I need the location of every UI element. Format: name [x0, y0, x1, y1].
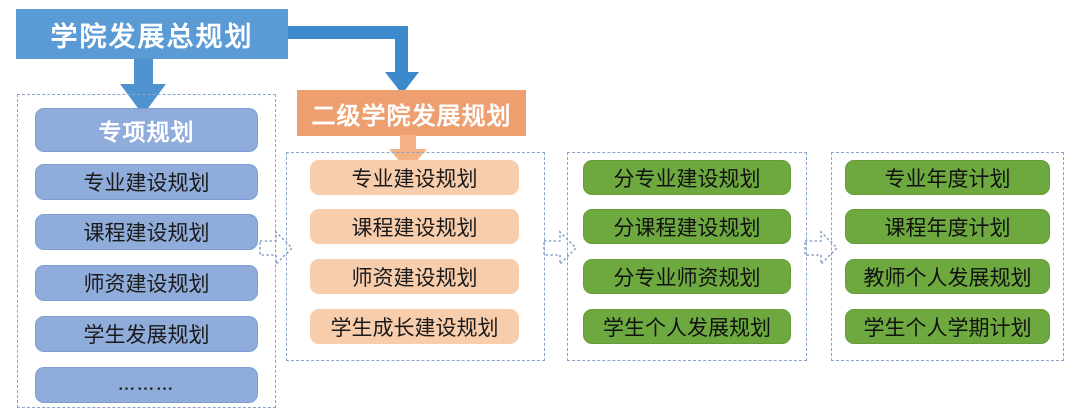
column-container-special-plans	[17, 94, 276, 408]
down-arrow-shaft	[134, 59, 153, 87]
right-arrow-icon-col1-col2	[258, 228, 294, 268]
list-item[interactable]: 专业年度计划	[845, 160, 1050, 195]
elbow-arrow-horizontal-segment	[288, 26, 408, 39]
elbow-arrow-vertical-segment	[395, 26, 408, 74]
list-item[interactable]: 学生发展规划	[35, 316, 258, 352]
list-item[interactable]: 分专业建设规划	[583, 160, 791, 195]
list-item[interactable]: 课程建设规划	[35, 214, 258, 250]
list-item[interactable]: 师资建设规划	[35, 265, 258, 301]
list-item[interactable]: 师资建设规划	[310, 259, 519, 294]
root-title-box[interactable]: 学院发展总规划	[16, 9, 288, 59]
list-item[interactable]: 专业建设规划	[35, 164, 258, 200]
list-item[interactable]: 学生成长建设规划	[310, 309, 519, 344]
elbow-arrow-head-icon	[385, 72, 419, 94]
list-item[interactable]: 教师个人发展规划	[845, 259, 1050, 294]
column-container-secondary-college	[286, 152, 545, 361]
list-item[interactable]: 学生个人学期计划	[845, 309, 1050, 344]
column-header-secondary-college[interactable]: 二级学院发展规划	[297, 90, 526, 136]
column-container-annual-plans	[831, 152, 1064, 361]
column-container-sub-plans	[567, 152, 807, 361]
list-item[interactable]: 分课程建设规划	[583, 209, 791, 244]
list-item[interactable]: 课程建设规划	[310, 209, 519, 244]
list-item-ellipsis[interactable]: ………	[35, 367, 258, 403]
right-arrow-icon-col3-col4	[803, 228, 839, 268]
list-item[interactable]: 课程年度计划	[845, 209, 1050, 244]
orange-down-arrow-shaft	[400, 135, 416, 152]
right-arrow-icon-col2-col3	[542, 228, 578, 268]
list-item[interactable]: 分专业师资规划	[583, 259, 791, 294]
column-header-special-plans[interactable]: 专项规划	[35, 108, 258, 152]
list-item[interactable]: 专业建设规划	[310, 160, 519, 195]
list-item[interactable]: 学生个人发展规划	[583, 309, 791, 344]
